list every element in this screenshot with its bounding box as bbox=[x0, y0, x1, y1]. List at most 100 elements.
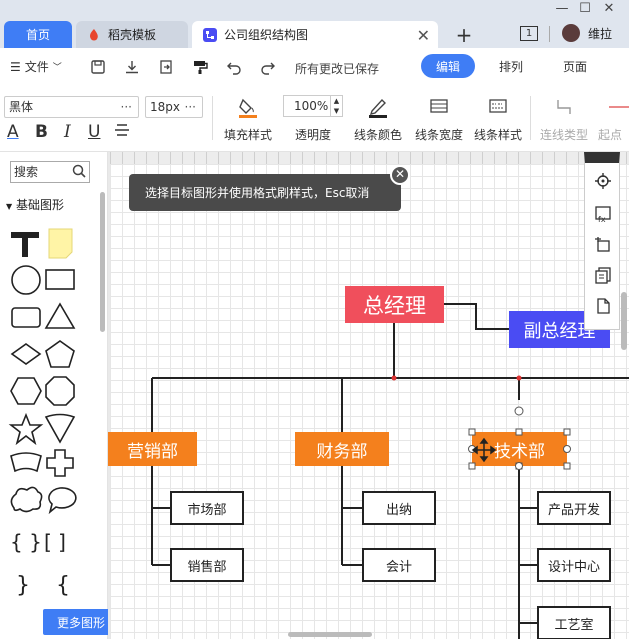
tab-bar: — ☐ ✕ 首页 稻壳模板 公司组织结构图 ✕ + 1 维拉 bbox=[0, 0, 629, 48]
diagram-icon bbox=[202, 27, 218, 43]
italic-icon[interactable]: I bbox=[64, 122, 71, 142]
shape-category-label: 基础图形 bbox=[15, 198, 64, 212]
org-node-market[interactable]: 市场部 bbox=[170, 491, 244, 525]
connector-type-label: 连线类型 bbox=[539, 128, 588, 142]
target-icon[interactable] bbox=[594, 172, 612, 190]
line-style-label: 线条样式 bbox=[473, 128, 522, 142]
save-icon[interactable] bbox=[88, 57, 108, 77]
format-toolbar: 黑体 ··· 18px ··· A B I U 填充样式 100% ▲▼ 透明度… bbox=[0, 86, 629, 152]
font-size-select[interactable]: 18px ··· bbox=[145, 96, 203, 118]
line-width-icon bbox=[413, 94, 465, 120]
download-icon[interactable] bbox=[122, 57, 142, 77]
tab-home[interactable]: 首页 bbox=[4, 21, 72, 48]
org-node-tech-dept[interactable]: 技术部 bbox=[472, 432, 567, 466]
org-node-finance-dept[interactable]: 财务部 bbox=[295, 432, 389, 466]
close-tooltip-icon[interactable]: ✕ bbox=[390, 165, 410, 185]
format-painter-icon[interactable] bbox=[190, 57, 210, 77]
svg-text:{ }: { } bbox=[10, 530, 42, 554]
org-node-product-dev[interactable]: 产品开发 bbox=[537, 491, 611, 525]
org-node-sales-dept[interactable]: 营销部 bbox=[108, 432, 197, 466]
org-node-sales-sub[interactable]: 销售部 bbox=[170, 548, 244, 582]
right-tool-panel: fx bbox=[584, 152, 620, 330]
docer-icon bbox=[86, 27, 102, 43]
opacity-stepper[interactable]: ▲▼ bbox=[330, 96, 342, 116]
org-node-cashier[interactable]: 出纳 bbox=[362, 491, 436, 525]
close-tab-icon[interactable]: ✕ bbox=[416, 26, 430, 45]
line-style-icon bbox=[472, 94, 524, 120]
line-color-tool[interactable]: 线条颜色 bbox=[352, 94, 404, 143]
divider bbox=[212, 96, 213, 140]
line-start-icon bbox=[598, 94, 629, 120]
caret-down-icon: ▼ bbox=[6, 202, 13, 211]
close-window-icon[interactable]: ✕ bbox=[603, 1, 615, 16]
connector-type-tool[interactable]: 连线类型 bbox=[538, 94, 590, 143]
pen-icon bbox=[352, 94, 404, 120]
opacity-value: 100% bbox=[294, 99, 329, 113]
shape-palette[interactable]: { } [ ] } { bbox=[0, 222, 100, 639]
divider bbox=[530, 96, 531, 140]
opacity-input[interactable]: 100% ▲▼ bbox=[283, 95, 343, 117]
shape-category-header[interactable]: ▼ 基础图形 bbox=[6, 196, 64, 213]
mode-arrange-button[interactable]: 排列 bbox=[498, 59, 523, 74]
opacity-label: 透明度 bbox=[295, 128, 332, 142]
org-node-accounting[interactable]: 会计 bbox=[362, 548, 436, 582]
formula-icon[interactable]: fx bbox=[594, 205, 612, 223]
tab-templates[interactable]: 稻壳模板 bbox=[76, 21, 188, 48]
ruler bbox=[110, 152, 629, 164]
user-name[interactable]: 维拉 bbox=[588, 27, 613, 41]
svg-text:{: { bbox=[56, 573, 70, 598]
fill-style-label: 填充样式 bbox=[223, 128, 272, 142]
underline-icon[interactable]: U bbox=[88, 122, 101, 142]
canvas[interactable]: 总经理 副总经理 营销部 财务部 技术部 市场部 销售部 出纳 会计 产品开发 … bbox=[108, 152, 629, 639]
file-menu-label: 文件 bbox=[24, 60, 49, 74]
file-menu[interactable]: ☰ 文件 ﹀ bbox=[10, 58, 62, 75]
tab-document[interactable]: 公司组织结构图 ✕ bbox=[192, 21, 438, 48]
chevron-down-icon: ﹀ bbox=[52, 63, 62, 73]
canvas-vertical-scrollbar[interactable] bbox=[621, 292, 627, 350]
mode-page-button[interactable]: 页面 bbox=[562, 59, 587, 74]
maximize-icon[interactable]: ☐ bbox=[579, 1, 591, 16]
start-label: 起点 bbox=[598, 128, 623, 142]
svg-text:fx: fx bbox=[598, 215, 606, 223]
font-size-value: 18px bbox=[150, 100, 180, 114]
new-tab-icon[interactable]: + bbox=[455, 22, 473, 47]
sidebar-scrollbar[interactable] bbox=[100, 192, 105, 332]
more-icon: ··· bbox=[120, 100, 132, 114]
svg-text:[ ]: [ ] bbox=[44, 530, 66, 554]
redo-icon[interactable] bbox=[258, 57, 278, 77]
more-icon: ··· bbox=[184, 100, 196, 114]
avatar[interactable] bbox=[562, 24, 580, 42]
more-shapes-button[interactable]: 更多图形 bbox=[43, 609, 119, 635]
fill-style-tool[interactable]: 填充样式 bbox=[222, 94, 274, 143]
shape-search-input[interactable]: 搜索 bbox=[10, 161, 90, 183]
resize-page-icon[interactable] bbox=[594, 236, 612, 254]
pages-icon[interactable] bbox=[594, 266, 612, 284]
org-node-design-center[interactable]: 设计中心 bbox=[537, 548, 611, 582]
export-icon[interactable] bbox=[156, 57, 176, 77]
svg-text:}: } bbox=[16, 573, 30, 598]
org-node-craft-room[interactable]: 工艺室 bbox=[537, 606, 611, 639]
save-status: 所有更改已保存 bbox=[295, 62, 380, 76]
menu-icon: ☰ bbox=[10, 59, 21, 74]
tooltip-text: 选择目标图形并使用格式刷样式，Esc取消 bbox=[145, 186, 370, 200]
font-color-icon[interactable]: A bbox=[7, 122, 19, 142]
divider bbox=[549, 26, 550, 42]
line-width-tool[interactable]: 线条宽度 bbox=[413, 94, 465, 143]
shape-library: 搜索 ▼ 基础图形 { } [ ] bbox=[0, 152, 108, 639]
strikethrough-icon[interactable] bbox=[114, 122, 130, 143]
minimize-icon[interactable]: — bbox=[555, 1, 569, 16]
format-painter-tooltip: 选择目标图形并使用格式刷样式，Esc取消 bbox=[129, 174, 401, 211]
org-node-general-manager[interactable]: 总经理 bbox=[345, 286, 444, 323]
bold-icon[interactable]: B bbox=[35, 122, 48, 142]
font-family-select[interactable]: 黑体 ··· bbox=[4, 96, 139, 118]
line-style-tool[interactable]: 线条样式 bbox=[472, 94, 524, 143]
document-icon[interactable] bbox=[594, 297, 612, 315]
window-count-badge[interactable]: 1 bbox=[520, 26, 538, 41]
mode-edit-button[interactable]: 编辑 bbox=[421, 54, 475, 78]
tab-document-label: 公司组织结构图 bbox=[224, 28, 309, 42]
undo-icon[interactable] bbox=[224, 57, 244, 77]
canvas-horizontal-scrollbar[interactable] bbox=[288, 632, 372, 637]
fill-bucket-icon bbox=[222, 94, 274, 120]
line-color-label: 线条颜色 bbox=[353, 128, 402, 142]
start-arrow-tool[interactable]: 起点 bbox=[598, 94, 629, 143]
